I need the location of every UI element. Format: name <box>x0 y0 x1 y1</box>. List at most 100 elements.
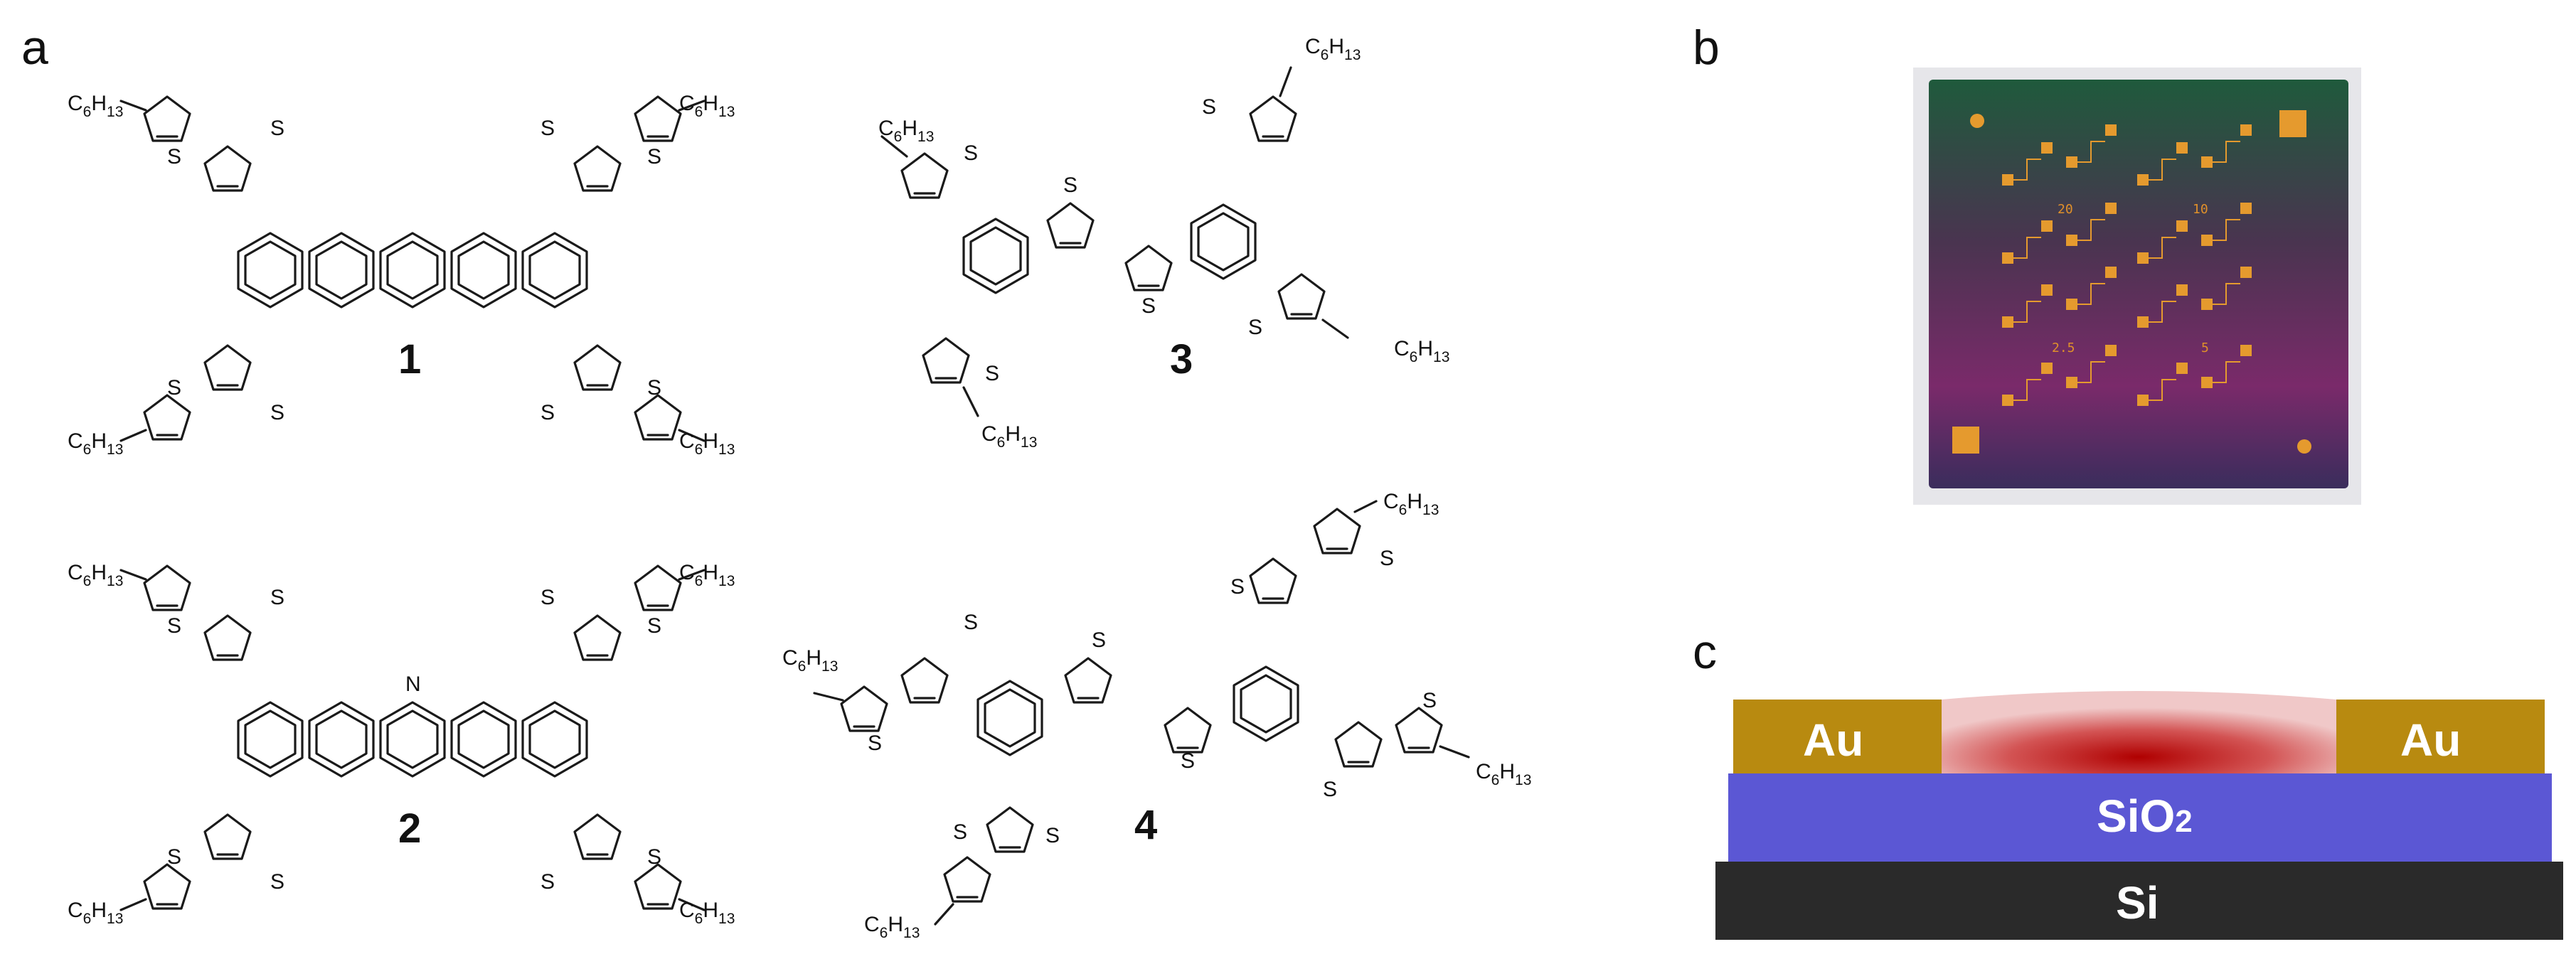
compound-number-1: 1 <box>398 336 421 382</box>
drain-pad <box>2240 124 2252 136</box>
source-pad <box>2066 235 2077 246</box>
svg-text:C6H13: C6H13 <box>679 92 735 120</box>
svg-text:C6H13: C6H13 <box>68 899 123 927</box>
source-pad <box>2201 299 2213 310</box>
panel-label-c: c <box>1693 625 1717 679</box>
sulfur-label: S <box>541 586 555 609</box>
svg-text:C6H13: C6H13 <box>1394 337 1449 365</box>
drain-pad <box>2240 345 2252 356</box>
source-pad <box>2137 316 2149 328</box>
drain-pad <box>2240 203 2252 214</box>
gold-electrode-left <box>1733 700 1942 773</box>
svg-text:C6H13: C6H13 <box>1305 35 1361 63</box>
interconnect-trace <box>2213 283 2240 305</box>
source-pad <box>2002 174 2013 186</box>
interconnect-trace <box>2213 361 2240 383</box>
sulfur-label: S <box>1248 316 1262 339</box>
source-pad <box>2137 395 2149 406</box>
sulfur-label: S <box>647 614 661 638</box>
interconnect-trace <box>2149 379 2176 401</box>
source-pad <box>2002 316 2013 328</box>
drain-pad <box>2041 220 2053 232</box>
drain-pad <box>2176 142 2188 154</box>
sulfur-label: S <box>1422 689 1437 712</box>
sulfur-label: S <box>541 401 555 424</box>
source-pad <box>2066 377 2077 388</box>
interconnect-trace <box>2213 141 2240 163</box>
sulfur-label: S <box>1092 628 1106 652</box>
sulfur-label: S <box>541 117 555 140</box>
sulfur-label: S <box>964 141 978 165</box>
semiconductor-channel <box>1942 691 2336 773</box>
substituent-labels-1: C6H13 C6H13 C6H13 C6H13 <box>68 92 735 458</box>
svg-text:C6H13: C6H13 <box>68 429 123 458</box>
svg-text:C6H13: C6H13 <box>782 646 838 675</box>
svg-text:C6H13: C6H13 <box>679 899 735 927</box>
source-pad <box>2066 299 2077 310</box>
source-pad <box>2137 174 2149 186</box>
drain-pad <box>2041 363 2053 374</box>
source-pad <box>2201 156 2213 168</box>
source-pad <box>2002 252 2013 264</box>
drain-pad <box>2240 267 2252 278</box>
sulfur-label: S <box>985 362 999 385</box>
sulfur-label: S <box>270 870 284 894</box>
structure-4: S S S S S S S S S S 4 <box>813 500 1470 926</box>
structure-1: S S S S S S S S 1 <box>119 95 706 442</box>
svg-text:C6H13: C6H13 <box>1383 490 1439 518</box>
substituent-labels-2: C6H13 C6H13 C6H13 C6H13 <box>68 561 735 927</box>
interconnect-trace <box>2077 283 2105 305</box>
drain-pad <box>2176 220 2188 232</box>
compound-number-3: 3 <box>1170 336 1193 382</box>
au-label-right: Au <box>2400 714 2461 766</box>
interconnect-trace <box>2013 237 2041 259</box>
au-label-left: Au <box>1803 714 1863 766</box>
svg-text:C6H13: C6H13 <box>679 561 735 589</box>
nitrogen-label: N <box>405 673 421 696</box>
panel-label-b: b <box>1693 21 1720 75</box>
sulfur-label: S <box>270 117 284 140</box>
sulfur-label: S <box>953 820 967 844</box>
channel-length-label: 10 <box>2193 202 2208 217</box>
device-cross-section: Au Au SiO2 Si <box>1715 691 2563 940</box>
si-label: Si <box>2116 877 2159 928</box>
sulfur-label: S <box>167 614 181 638</box>
sulfur-label: S <box>647 145 661 168</box>
drain-pad <box>2176 284 2188 296</box>
sulfur-label: S <box>1063 173 1077 197</box>
source-pad <box>2002 395 2013 406</box>
sulfur-label: S <box>167 845 181 869</box>
structure-2: N S S S S S S S S 2 <box>119 564 706 911</box>
sulfur-label: S <box>167 376 181 400</box>
svg-text:C6H13: C6H13 <box>679 429 735 458</box>
gold-electrode-right <box>2336 700 2545 773</box>
sio2-label: SiO2 <box>2097 791 2193 842</box>
channel-length-label: 20 <box>2058 202 2073 217</box>
source-pad <box>2137 252 2149 264</box>
sulfur-label: S <box>270 586 284 609</box>
sulfur-label: S <box>1380 547 1394 570</box>
interconnect-trace <box>2213 219 2240 241</box>
sulfur-label: S <box>964 611 978 634</box>
drain-pad <box>2176 363 2188 374</box>
interconnect-trace <box>2149 159 2176 181</box>
interconnect-trace <box>2013 159 2041 181</box>
interconnect-trace <box>2077 219 2105 241</box>
svg-text:C6H13: C6H13 <box>68 92 123 120</box>
alignment-mark <box>2297 439 2311 454</box>
sulfur-label: S <box>1323 778 1337 801</box>
substituent-labels-3: C6H13 C6H13 C6H13 C6H13 <box>878 35 1449 451</box>
svg-text:C6H13: C6H13 <box>981 422 1037 451</box>
source-pad <box>2066 156 2077 168</box>
structure-3: S S S S S S 3 <box>880 66 1349 417</box>
sulfur-label: S <box>1230 575 1245 599</box>
source-pad <box>2201 235 2213 246</box>
sulfur-label: S <box>1202 95 1216 119</box>
drain-pad <box>2105 345 2117 356</box>
substituent-labels-4: C6H13 C6H13 C6H13 C6H13 <box>782 490 1531 941</box>
svg-text:C6H13: C6H13 <box>1476 760 1531 788</box>
sulfur-label: S <box>1045 824 1060 847</box>
drain-pad <box>2041 284 2053 296</box>
interconnect-trace <box>2013 379 2041 401</box>
